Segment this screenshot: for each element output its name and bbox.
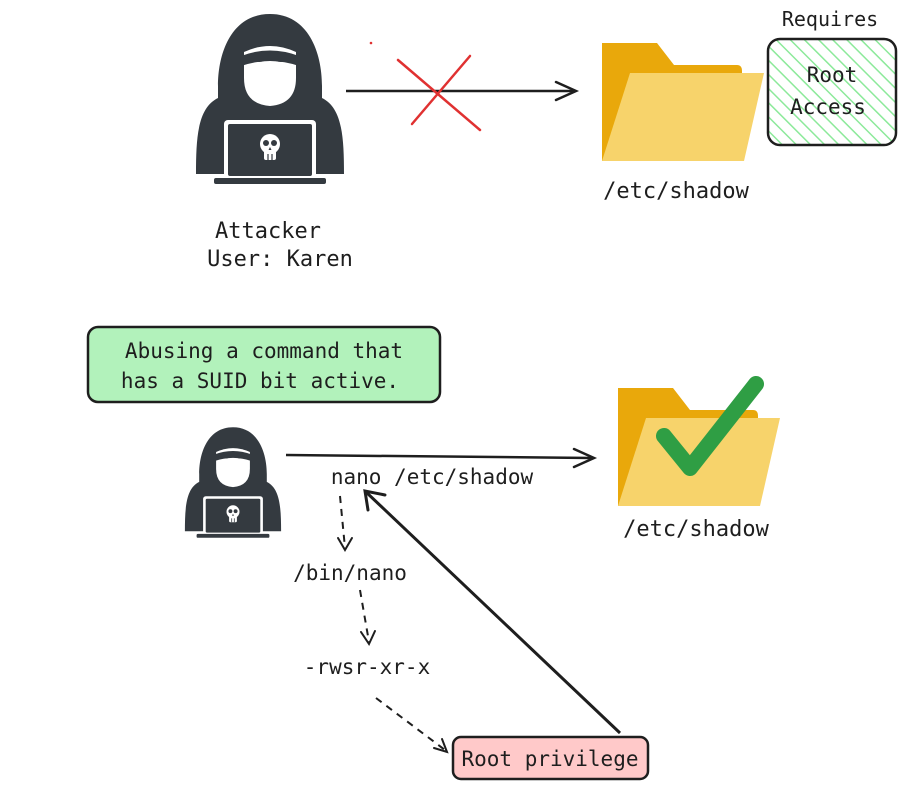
root-privilege-box (451, 735, 650, 781)
root-privilege-label: Root privilege (461, 747, 638, 771)
privilege-return-arrow (363, 489, 622, 735)
root-access-line2: Access (790, 95, 866, 119)
suid-callout-box (86, 325, 442, 404)
dashed-arrow-3 (375, 697, 449, 754)
root-access-box (766, 37, 898, 147)
requires-label: Requires (782, 7, 878, 31)
folder-icon-top (602, 43, 764, 161)
nano-command-label: nano /etc/shadow (331, 465, 534, 489)
attacker-user-label: User: Karen (207, 247, 353, 272)
dashed-arrow-2 (359, 589, 376, 647)
blocked-access-arrow (346, 80, 580, 102)
callout-line1: Abusing a command that (125, 339, 403, 363)
target-label-top: /etc/shadow (603, 179, 749, 204)
callout-line2: has a SUID bit active. (121, 369, 399, 393)
attacker-icon-bottom (184, 426, 282, 539)
root-access-line1: Root (807, 63, 858, 87)
permissions-label: -rwsr-xr-x (304, 655, 430, 679)
bin-nano-label: /bin/nano (293, 561, 407, 585)
attacker-icon-top (195, 13, 345, 185)
red-x-icon (369, 41, 482, 132)
green-checkmark-icon (656, 376, 764, 476)
access-granted-arrow (285, 447, 598, 469)
attacker-label: Attacker (215, 219, 321, 244)
target-label-bottom: /etc/shadow (623, 517, 769, 542)
dashed-arrow-1 (337, 495, 353, 552)
